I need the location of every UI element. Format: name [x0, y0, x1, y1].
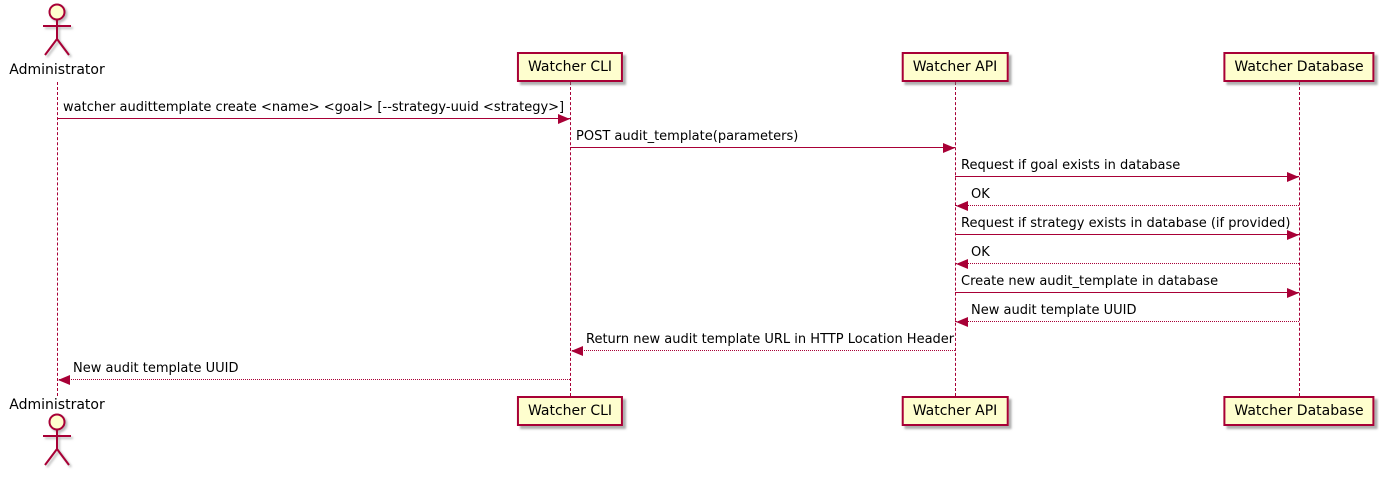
participant-box-cli-top: Watcher CLI: [516, 52, 624, 82]
message-arrow: [955, 321, 1299, 322]
arrowhead-icon: [956, 316, 968, 327]
arrowhead-icon: [956, 200, 968, 211]
actor-icon: [35, 3, 79, 65]
arrowhead-icon: [558, 113, 570, 124]
arrowhead-icon: [956, 258, 968, 269]
participant-box-cli-bottom: Watcher CLI: [516, 396, 624, 426]
message-arrow: [955, 234, 1299, 235]
message-arrow: [570, 350, 955, 351]
message-arrow: [955, 176, 1299, 177]
lifeline-cli: [570, 82, 571, 396]
message-label: New audit template UUID: [971, 303, 1137, 318]
lifeline-db: [1299, 82, 1300, 396]
participant-box-db-bottom: Watcher Database: [1223, 396, 1375, 426]
message-label: watcher audittemplate create <name> <goa…: [63, 100, 565, 115]
message-arrow: [57, 118, 570, 119]
message-arrow: [955, 263, 1299, 264]
arrowhead-icon: [1287, 229, 1299, 240]
message-label: Return new audit template URL in HTTP Lo…: [586, 332, 955, 347]
message-label: Request if strategy exists in database (…: [961, 216, 1291, 231]
participant-box-api-top: Watcher API: [901, 52, 1009, 82]
message-arrow: [570, 147, 955, 148]
message-label: OK: [971, 187, 990, 202]
message-label: POST audit_template(parameters): [576, 129, 799, 144]
message-label: New audit template UUID: [73, 361, 239, 376]
arrowhead-icon: [571, 345, 583, 356]
actor-icon: [35, 413, 79, 475]
actor-label-admin-bottom: Administrator: [9, 397, 105, 413]
arrowhead-icon: [943, 142, 955, 153]
participant-box-db-top: Watcher Database: [1223, 52, 1375, 82]
lifeline-api: [955, 82, 956, 396]
lifeline-admin: [57, 82, 58, 396]
message-label: OK: [971, 245, 990, 260]
arrowhead-icon: [1287, 287, 1299, 298]
message-label: Request if goal exists in database: [961, 158, 1181, 173]
message-arrow: [57, 379, 570, 380]
participant-box-api-bottom: Watcher API: [901, 396, 1009, 426]
arrowhead-icon: [58, 374, 70, 385]
arrowhead-icon: [1287, 171, 1299, 182]
message-arrow: [955, 292, 1299, 293]
actor-label-admin-top: Administrator: [9, 62, 105, 78]
message-arrow: [955, 205, 1299, 206]
message-label: Create new audit_template in database: [961, 274, 1219, 289]
